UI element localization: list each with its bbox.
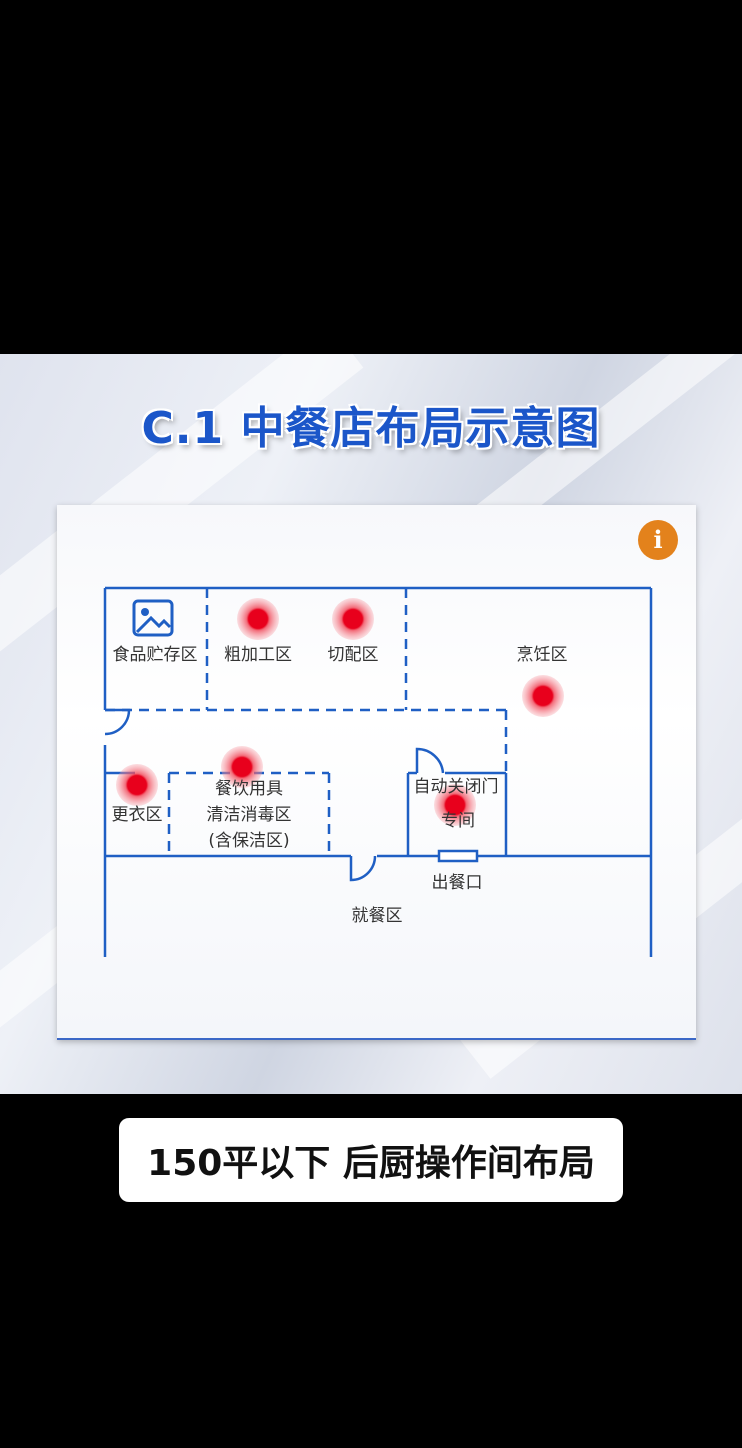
- zone-dining-label: 就餐区: [351, 906, 403, 926]
- zone-dish-cleaning-line3: (含保洁区): [208, 831, 290, 851]
- zone-special-room-label: 专间: [441, 811, 475, 831]
- zone-rough-processing-label: 粗加工区: [224, 645, 292, 665]
- slide-panel: C.1 中餐店布局示意图 i: [0, 354, 742, 1094]
- floorplan-card: i: [57, 505, 696, 1040]
- marker-cutting: [332, 598, 374, 640]
- image-icon: [132, 599, 174, 637]
- zone-dish-cleaning-line1: 餐饮用具: [215, 779, 283, 799]
- floorplan-diagram: [103, 586, 653, 957]
- zone-changing-room-label: 更衣区: [111, 805, 163, 825]
- marker-rough-processing: [237, 598, 279, 640]
- zone-serving-window-label: 出餐口: [431, 873, 483, 893]
- zone-cooking-label: 烹饪区: [516, 645, 568, 665]
- door-left: [104, 708, 131, 736]
- diagram-title: C.1 中餐店布局示意图: [141, 403, 601, 454]
- marker-dish-cleaning: [221, 746, 263, 788]
- zone-dish-cleaning-line2: 清洁消毒区: [206, 805, 292, 825]
- door-dining: [349, 855, 377, 882]
- zone-food-storage-label: 食品贮存区: [112, 645, 198, 665]
- marker-cooking: [522, 675, 564, 717]
- info-icon[interactable]: i: [638, 520, 678, 560]
- serving-window-mark: [437, 849, 479, 863]
- zone-auto-door-label: 自动关闭门: [413, 777, 499, 797]
- marker-changing-room: [116, 764, 158, 806]
- caption-text: 150平以下 后厨操作间布局: [147, 1143, 595, 1184]
- zone-cutting-label: 切配区: [327, 645, 379, 665]
- caption-box: 150平以下 后厨操作间布局: [119, 1118, 623, 1202]
- door-special-room: [415, 747, 445, 774]
- marker-special-room: [434, 784, 476, 826]
